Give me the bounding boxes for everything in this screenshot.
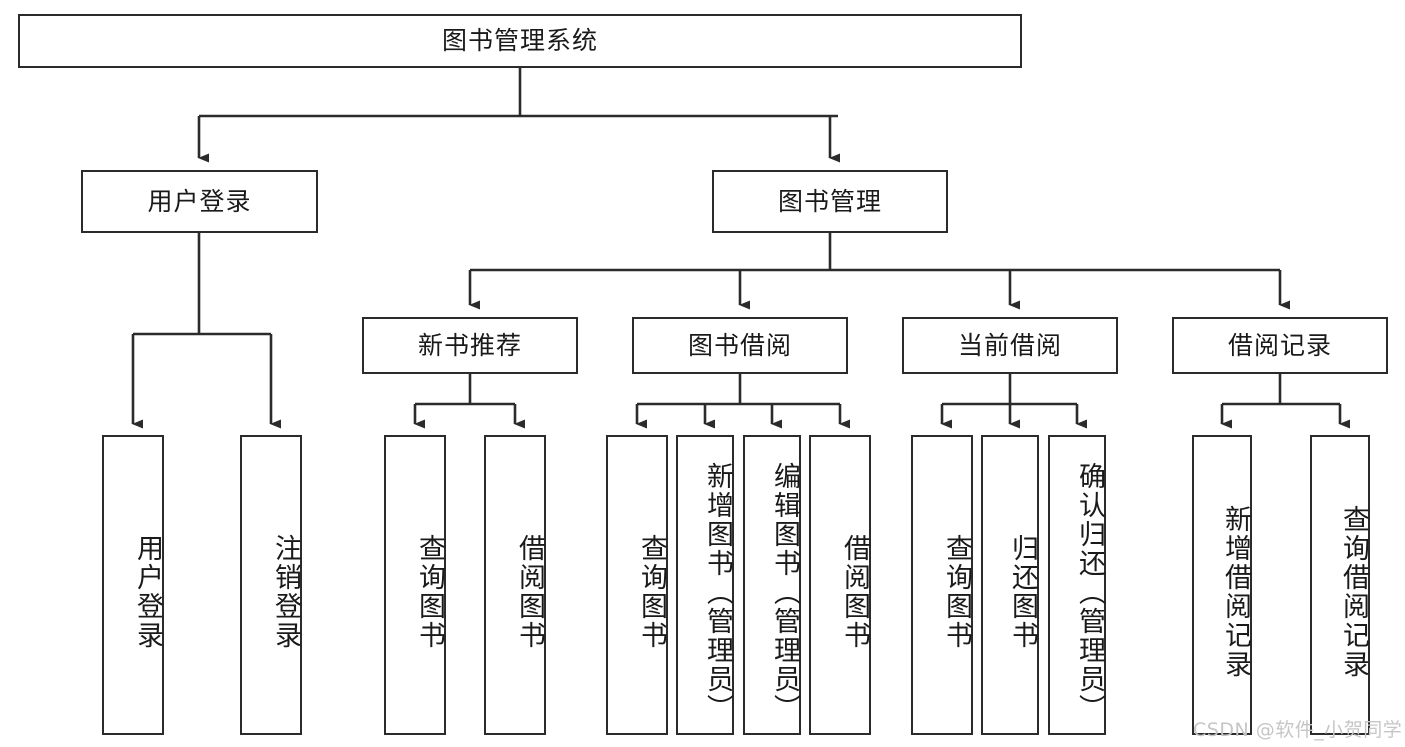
leaf-label: 注销登录: [270, 534, 301, 650]
node-book-management[interactable]: 图书管理: [712, 170, 948, 233]
leaf-label: 查询图书: [941, 534, 972, 650]
leaf-label: 新增借阅记录: [1220, 505, 1251, 679]
leaf-label: 借阅图书: [839, 534, 870, 650]
leaf-record-add-record[interactable]: 新增借阅记录: [1192, 435, 1252, 735]
node-current-borrow[interactable]: 当前借阅: [902, 317, 1118, 374]
leaf-record-query-record[interactable]: 查询借阅记录: [1310, 435, 1370, 735]
leaf-borrow-add-book[interactable]: 新增图书（管理员）: [676, 435, 734, 735]
leaf-borrow-query-book[interactable]: 查询图书: [606, 435, 668, 735]
leaf-user-login-login[interactable]: 用户登录: [102, 435, 164, 735]
leaf-current-query-book[interactable]: 查询图书: [911, 435, 973, 735]
leaf-label: 用户登录: [132, 534, 163, 650]
leaf-label: 归还图书: [1007, 534, 1038, 650]
csdn-watermark: CSDN @软件_小贺同学: [1193, 719, 1403, 741]
leaf-user-login-logout[interactable]: 注销登录: [240, 435, 302, 735]
leaf-label: 借阅图书: [514, 534, 545, 650]
leaf-current-return-book[interactable]: 归还图书: [981, 435, 1039, 735]
leaf-label: 查询借阅记录: [1338, 505, 1369, 679]
leaf-current-confirm-return[interactable]: 确认归还（管理员）: [1048, 435, 1106, 735]
node-book-borrow[interactable]: 图书借阅: [632, 317, 848, 374]
node-borrow-record[interactable]: 借阅记录: [1172, 317, 1388, 374]
leaf-label: 编辑图书（管理员）: [769, 461, 800, 723]
leaf-recommend-query-book[interactable]: 查询图书: [384, 435, 446, 735]
node-root-system[interactable]: 图书管理系统: [18, 14, 1022, 68]
node-new-book-recommend[interactable]: 新书推荐: [362, 317, 578, 374]
leaf-borrow-borrow-book[interactable]: 借阅图书: [809, 435, 871, 735]
leaf-borrow-edit-book[interactable]: 编辑图书（管理员）: [743, 435, 801, 735]
leaf-label: 新增图书（管理员）: [702, 461, 733, 723]
leaf-label: 查询图书: [414, 534, 445, 650]
leaf-label: 查询图书: [636, 534, 667, 650]
leaf-label: 确认归还（管理员）: [1074, 461, 1105, 723]
leaf-recommend-borrow-book[interactable]: 借阅图书: [484, 435, 546, 735]
node-user-login[interactable]: 用户登录: [81, 170, 318, 233]
